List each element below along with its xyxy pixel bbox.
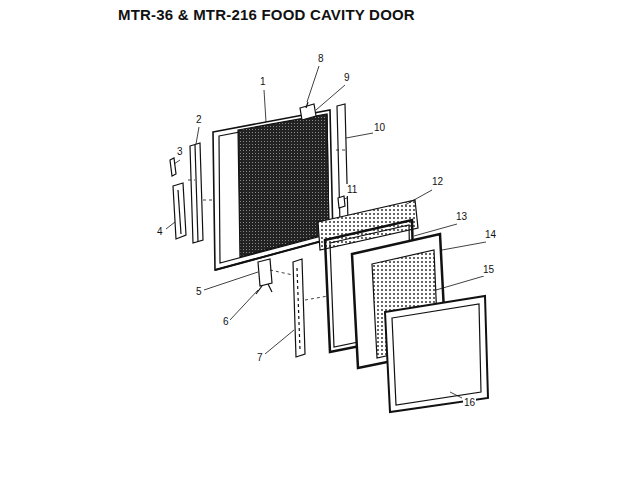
callout-number: 4 [156, 226, 164, 238]
callout-number: 5 [195, 286, 203, 298]
callout-number: 15 [482, 264, 495, 276]
callout-number: 12 [431, 176, 444, 188]
callout-number: 3 [176, 146, 184, 158]
callout-number: 16 [463, 397, 476, 409]
callout-number: 13 [455, 211, 468, 223]
callout-number: 11 [346, 184, 358, 196]
callout-number: 1 [259, 76, 267, 88]
callout-number: 6 [222, 316, 230, 328]
callout-number: 9 [343, 72, 351, 84]
callout-number: 14 [484, 229, 497, 241]
callout-number: 10 [373, 122, 386, 134]
callout-number: 8 [317, 53, 325, 65]
diagram-title: MTR-36 & MTR-216 FOOD CAVITY DOOR [118, 6, 415, 23]
callout-number: 2 [195, 114, 203, 126]
callout-number: 7 [256, 352, 264, 364]
